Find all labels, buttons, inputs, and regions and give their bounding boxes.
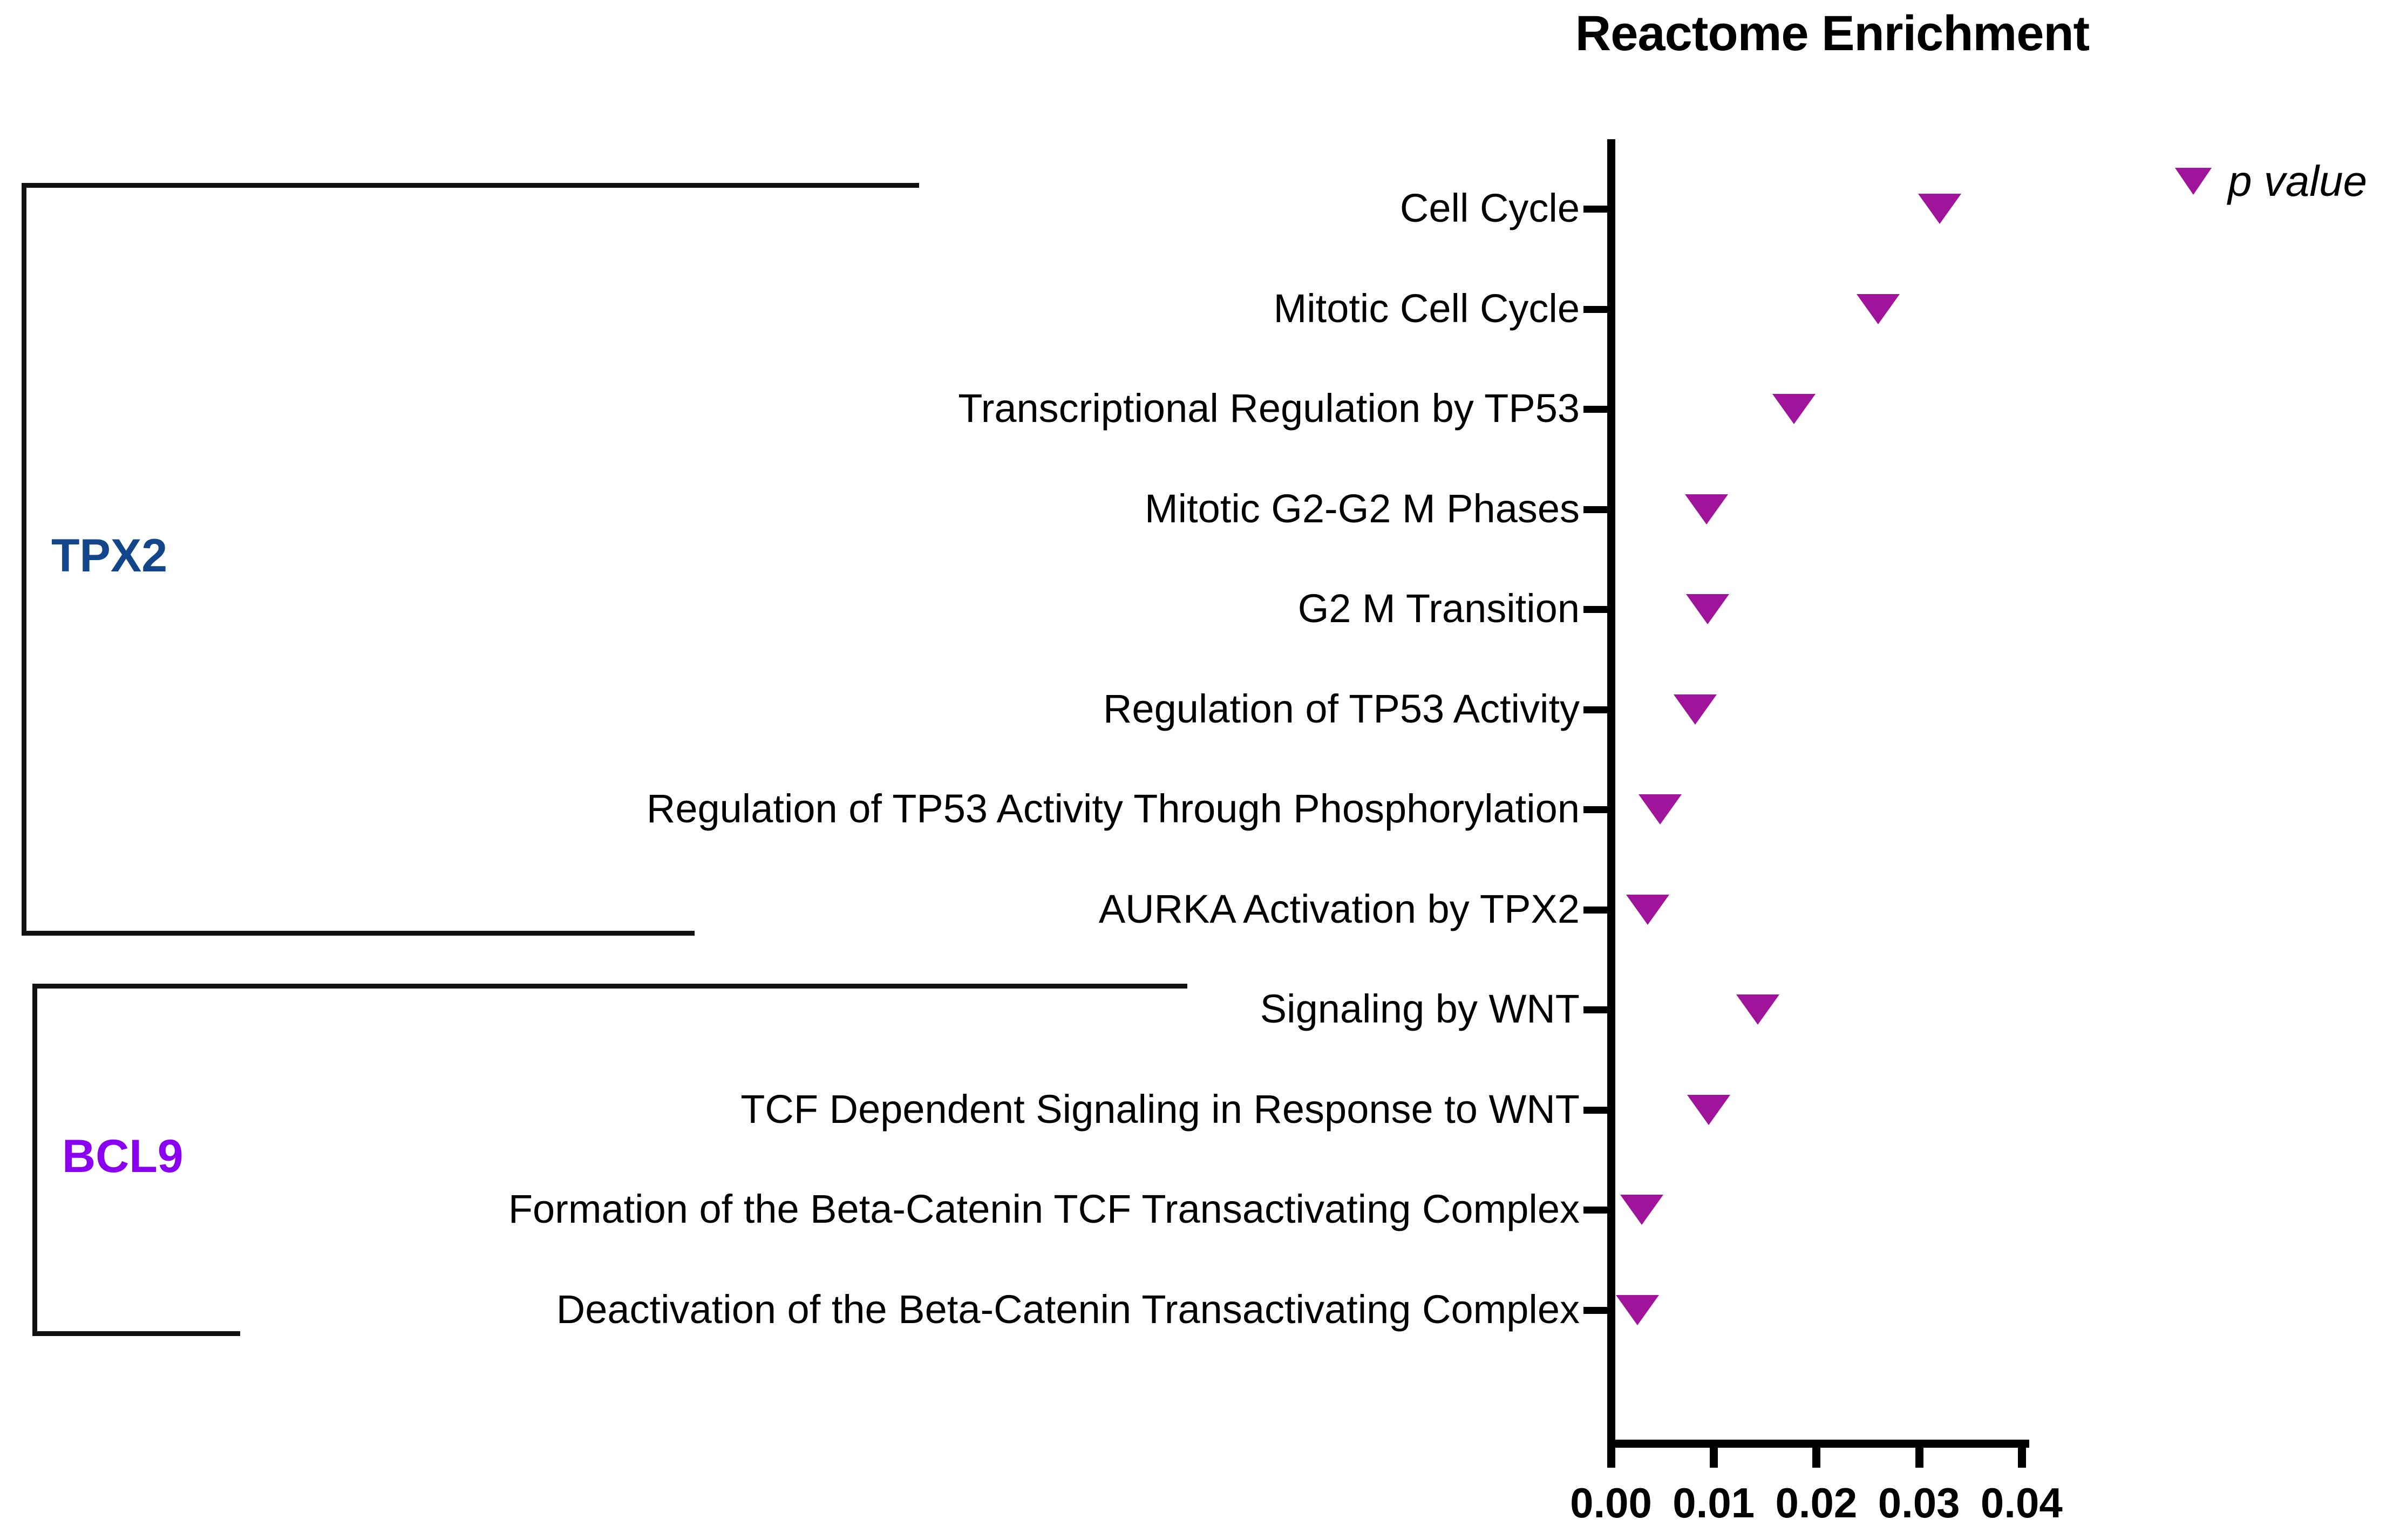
x-axis-tick — [2017, 1440, 2026, 1468]
y-axis-tick — [1583, 305, 1607, 313]
x-axis-tick — [1812, 1440, 1821, 1468]
category-label: AURKA Activation by TPX2 — [1098, 886, 1580, 931]
legend: p value — [2175, 156, 2367, 206]
bracket-arm-top — [32, 984, 1187, 989]
x-axis-tick — [1710, 1440, 1718, 1468]
category-label: Signaling by WNT — [1260, 986, 1580, 1031]
bracket-spine — [22, 183, 26, 936]
y-axis-tick — [1583, 506, 1607, 513]
category-label: Cell Cycle — [1399, 186, 1580, 230]
legend-triangle-down-icon — [2175, 168, 2212, 195]
x-axis-tick-label: 0.02 — [1775, 1479, 1858, 1527]
category-label: Formation of the Beta-Catenin TCF Transa… — [508, 1187, 1580, 1231]
x-axis-tick-label: 0.04 — [1980, 1479, 2063, 1527]
y-axis-tick — [1583, 906, 1607, 914]
y-axis-tick — [1583, 606, 1607, 613]
category-label: Mitotic Cell Cycle — [1273, 285, 1580, 331]
x-axis-tick — [1607, 1440, 1615, 1468]
category-label: Transcriptional Regulation by TP53 — [958, 386, 1580, 431]
y-axis-tick — [1583, 1306, 1607, 1314]
bracket-arm-top — [22, 183, 920, 188]
category-label: TCF Dependent Signaling in Response to W… — [740, 1086, 1580, 1132]
page-title: Reactome Enrichment — [1575, 6, 2090, 61]
y-axis-tick — [1583, 706, 1607, 713]
legend-label: p value — [2228, 157, 2367, 205]
category-label: Regulation of TP53 Activity — [1103, 686, 1580, 731]
x-axis-tick-label: 0.03 — [1878, 1479, 1960, 1527]
data-point-marker — [1684, 494, 1728, 524]
x-axis-tick-label: 0.01 — [1673, 1479, 1755, 1527]
data-point-marker — [1918, 194, 1961, 224]
category-label: G2 M Transition — [1297, 586, 1580, 631]
gene-group-label-tpx2: TPX2 — [51, 530, 168, 582]
category-label: Regulation of TP53 Activity Through Phos… — [646, 786, 1580, 831]
data-point-marker — [1620, 1195, 1664, 1225]
y-axis-tick — [1583, 206, 1607, 213]
y-axis-tick — [1583, 806, 1607, 813]
bracket-spine — [32, 984, 37, 1336]
data-point-marker — [1673, 694, 1717, 725]
data-point-marker — [1772, 394, 1816, 424]
data-point-marker — [1616, 1294, 1660, 1325]
bracket-arm-bottom — [22, 930, 695, 936]
x-axis-tick-label: 0.00 — [1570, 1479, 1652, 1527]
data-point-marker — [1856, 294, 1900, 324]
gene-group-label-bcl9: BCL9 — [62, 1130, 183, 1183]
x-axis-tick — [1915, 1440, 1923, 1468]
group-bracket-tpx2 — [22, 183, 1268, 936]
data-point-marker — [1687, 1094, 1730, 1125]
y-axis-tick — [1583, 1207, 1607, 1214]
y-axis-tick — [1583, 1006, 1607, 1013]
y-axis-line — [1607, 139, 1615, 1440]
group-bracket-bcl9 — [32, 984, 1187, 1336]
data-point-marker — [1736, 994, 1779, 1025]
data-point-marker — [1639, 794, 1682, 824]
y-axis-tick — [1583, 406, 1607, 413]
category-label: Deactivation of the Beta-Catenin Transac… — [556, 1286, 1580, 1332]
data-point-marker — [1685, 594, 1729, 624]
bracket-arm-bottom — [32, 1331, 241, 1336]
category-label: Mitotic G2-G2 M Phases — [1144, 486, 1580, 531]
data-point-marker — [1626, 894, 1670, 925]
y-axis-tick — [1583, 1106, 1607, 1114]
